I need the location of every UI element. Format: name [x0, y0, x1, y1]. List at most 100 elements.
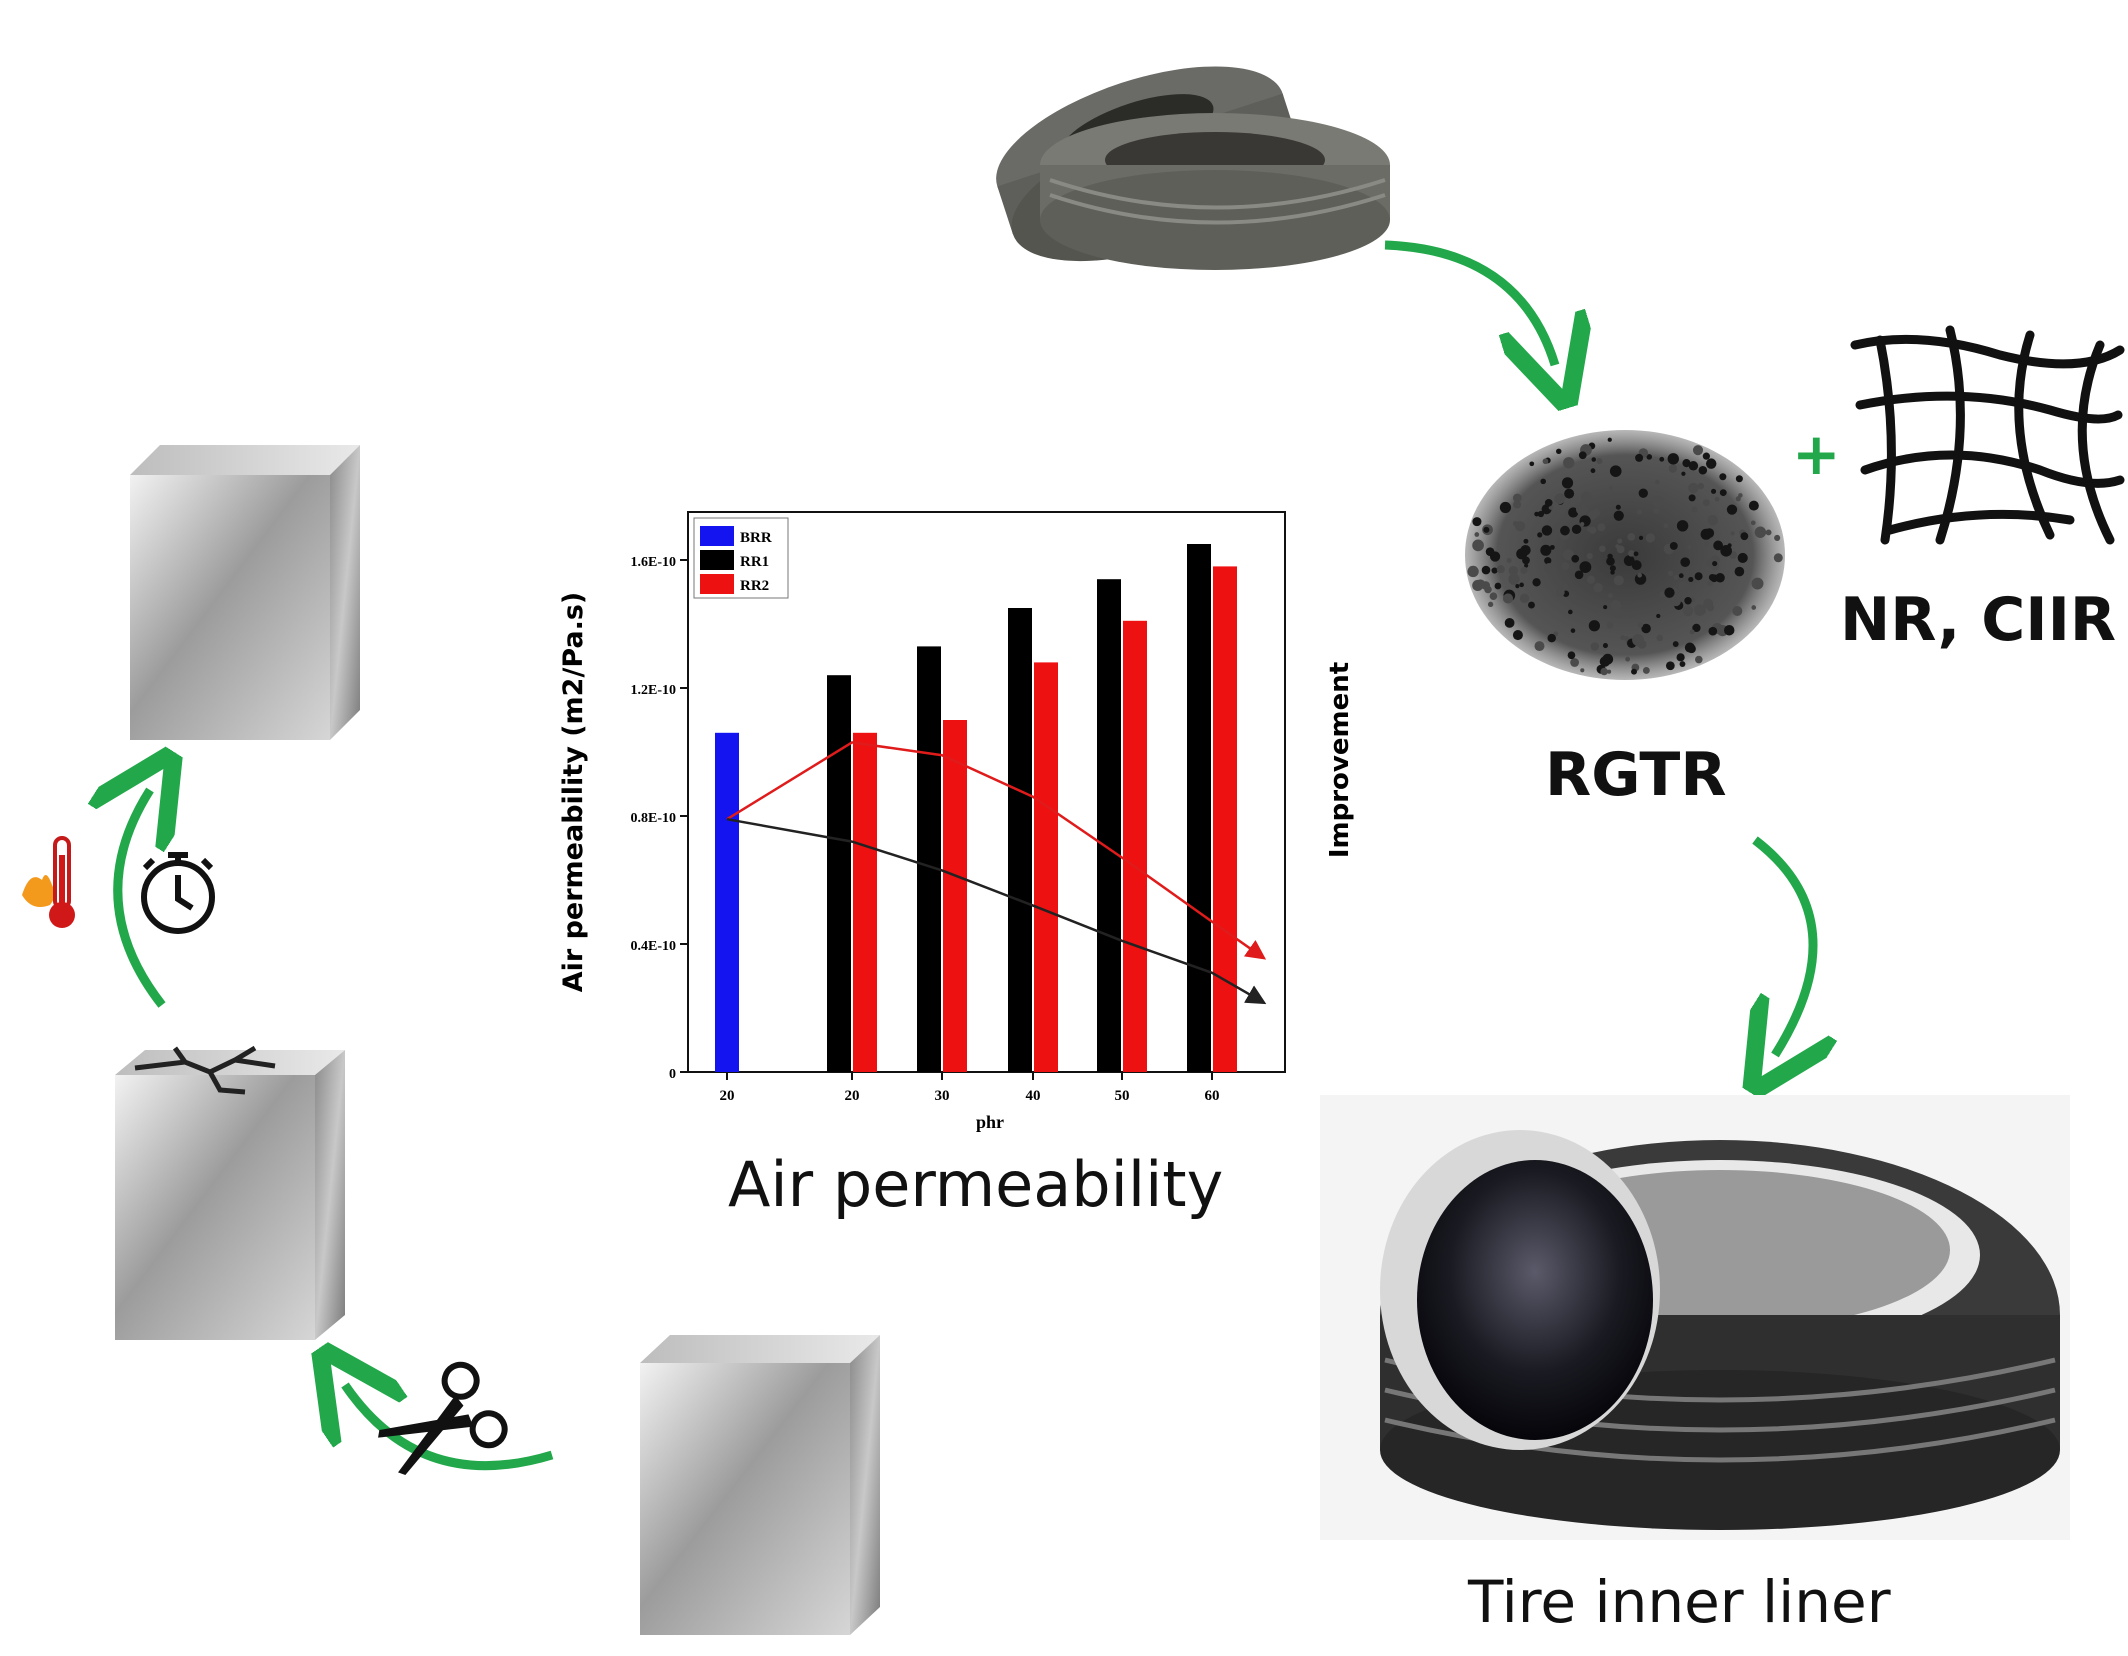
granule-dot	[1694, 572, 1703, 581]
granule-dot	[1564, 488, 1575, 499]
granule-dot	[1668, 464, 1678, 473]
granule-dot	[1684, 597, 1692, 605]
granule-dot	[1692, 623, 1701, 633]
granule-dot	[1556, 448, 1562, 455]
granule-dot	[1515, 584, 1520, 589]
granule-dot	[1603, 605, 1608, 610]
granule-dot	[1613, 575, 1624, 586]
granule-dot	[1606, 556, 1615, 566]
granule-dot	[1676, 520, 1689, 532]
granule-dot	[1602, 643, 1608, 649]
granule-dot	[1708, 574, 1716, 581]
granule-dot	[1699, 557, 1704, 563]
granule-dot	[1710, 488, 1717, 494]
granule-dot	[1534, 641, 1545, 652]
granule-dot	[1606, 622, 1614, 629]
granule-dot	[1494, 582, 1502, 590]
granule-dot	[1590, 642, 1599, 651]
granule-dot	[1615, 504, 1621, 510]
granule-dot	[1707, 514, 1718, 526]
granule-dot	[1735, 475, 1743, 483]
granule-dot	[1636, 509, 1643, 515]
granule-dot	[1694, 604, 1706, 616]
bar-rr2	[1213, 566, 1237, 1072]
granule-dot	[1487, 601, 1494, 608]
granule-dot	[1705, 458, 1717, 469]
granule-dot	[1727, 543, 1732, 548]
granule-dot	[1524, 563, 1529, 568]
granule-dot	[1597, 523, 1606, 532]
granule-dot	[1637, 622, 1644, 628]
plus-sign: +	[1792, 420, 1841, 488]
granule-dot	[1544, 557, 1552, 565]
granule-dot	[1541, 537, 1549, 544]
granule-dot	[1523, 538, 1529, 544]
granule-dot	[1712, 561, 1718, 567]
granule-dot	[1656, 634, 1663, 642]
y-tick-label: 0	[669, 1067, 676, 1082]
granule-dot	[1669, 541, 1678, 550]
bar-rr1	[1008, 608, 1032, 1072]
granule-dot	[1580, 521, 1585, 527]
y-tick-label: 1.6E-10	[631, 555, 677, 570]
arrow-cut-to-cracked	[345, 1385, 554, 1471]
granule-dot	[1715, 573, 1725, 583]
granule-dot	[1609, 485, 1614, 491]
granule-dot	[1567, 651, 1576, 660]
granule-dot	[1472, 517, 1482, 527]
granule-dot	[1542, 458, 1549, 465]
granule-dot	[1684, 642, 1695, 653]
granule-dot	[1665, 661, 1675, 671]
granule-dot	[1698, 465, 1708, 475]
granule-dot	[1508, 573, 1520, 585]
granule-dot	[1586, 575, 1596, 584]
granule-dot	[1702, 499, 1710, 507]
granule-dot	[1555, 587, 1565, 597]
granule-dot	[1719, 473, 1727, 481]
granule-dot	[1562, 549, 1574, 561]
granule-dot	[1534, 511, 1540, 517]
scissors-icon	[378, 1361, 508, 1476]
granule-dot	[1737, 552, 1748, 563]
granule-dot	[1496, 565, 1505, 574]
chart-ylabel: Air permeability (m2/Pa.s)	[558, 592, 589, 993]
granule-dot	[1554, 493, 1566, 505]
granule-dot	[1481, 565, 1491, 575]
granule-dot	[1682, 459, 1691, 468]
granule-dot	[1610, 570, 1615, 575]
granule-dot	[1491, 567, 1498, 574]
granule-dot	[1702, 452, 1710, 460]
granule-dot	[1659, 456, 1665, 462]
granule-dot	[1563, 457, 1575, 469]
granule-dot	[1513, 500, 1522, 509]
granule-dot	[1688, 494, 1696, 502]
granule-dot	[1631, 668, 1637, 675]
granule-dot	[1740, 532, 1749, 541]
granule-dot	[1600, 667, 1608, 676]
chart-ylabel-right: Improvement	[1325, 662, 1355, 858]
granule-dot	[1680, 557, 1691, 568]
granule-dot	[1623, 555, 1635, 567]
granule-dot	[1609, 465, 1622, 477]
stopwatch-icon	[141, 852, 215, 934]
trend-line-black	[726, 817, 1267, 1005]
granule-dot	[1572, 598, 1579, 605]
granule-dot	[1475, 579, 1486, 589]
granule-dot	[1609, 565, 1616, 572]
cube-icon	[640, 1335, 880, 1635]
arrow-rgtr-to-liner	[1755, 836, 1813, 1055]
granule-dot	[1568, 507, 1579, 518]
granule-dot	[1506, 557, 1512, 563]
granule-dot	[1599, 656, 1611, 667]
granule-dot	[1720, 545, 1732, 557]
granule-dot	[1663, 523, 1669, 529]
granule-dot	[1593, 583, 1603, 593]
granule-dot	[1591, 457, 1596, 462]
granule-dot	[1642, 667, 1650, 674]
bar-rr2	[1034, 662, 1058, 1072]
granule-dot	[1627, 532, 1636, 541]
granule-dot	[1484, 585, 1492, 594]
granule-dot	[1607, 669, 1612, 674]
